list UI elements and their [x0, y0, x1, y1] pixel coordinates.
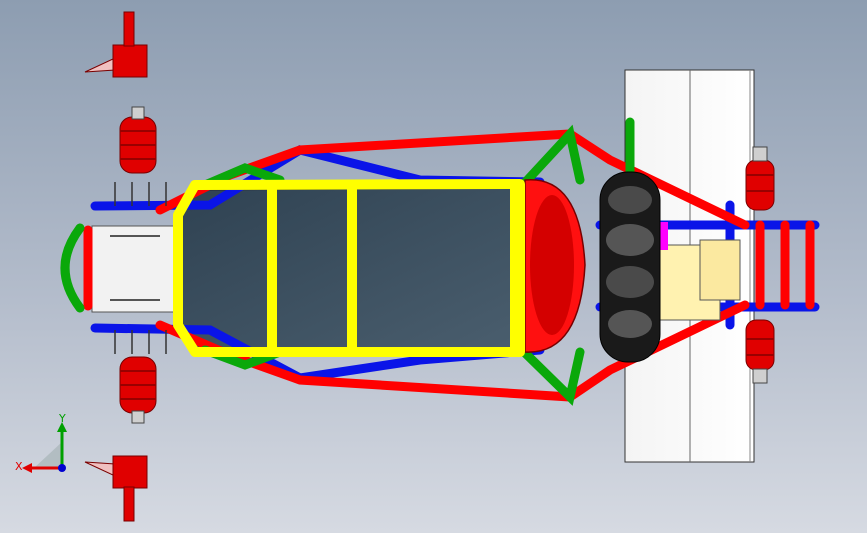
front-coilover-top: [119, 106, 157, 174]
frame-tabs: [114, 182, 167, 354]
front-knuckle-top: [84, 11, 148, 78]
x-axis-label: X: [15, 460, 23, 473]
front-knuckle-bottom: [84, 455, 148, 522]
coordinate-triad: X Y: [15, 412, 67, 473]
floor-frame-tubes: [173, 179, 525, 357]
front-coilover-bottom: [119, 356, 157, 424]
rear-coilover-bottom: [745, 319, 775, 384]
y-axis-label: Y: [58, 412, 66, 425]
z-axis-dot: [58, 464, 66, 472]
front-nose-block: [91, 225, 175, 313]
spare-wheel: [599, 171, 661, 363]
seat: [524, 179, 586, 353]
rear-coilover-top: [745, 146, 775, 211]
engine: [658, 222, 741, 321]
